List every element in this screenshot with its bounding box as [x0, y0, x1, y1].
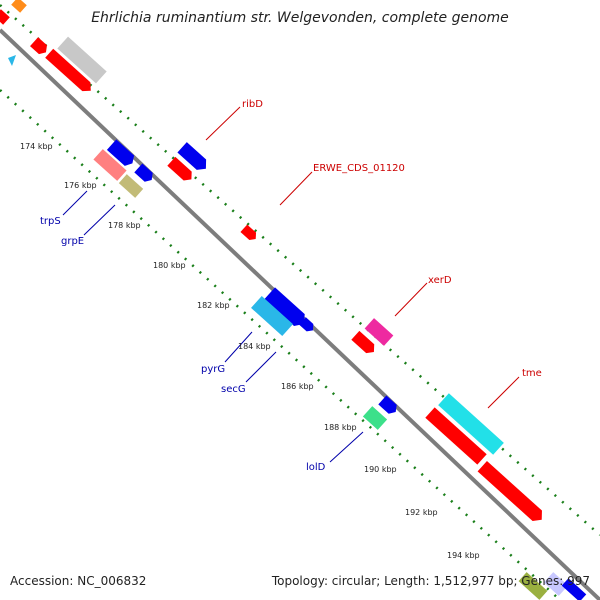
- gene-arrow-blue-ribD[interactable]: [177, 142, 210, 174]
- gene-label-trpS[interactable]: trpS: [40, 216, 61, 227]
- tick-label-174: 174 kbp: [20, 142, 53, 151]
- leader-trpS: [62, 190, 88, 216]
- gene-arrow-red-ribD[interactable]: [167, 156, 195, 184]
- tick-label-190: 190 kbp: [364, 465, 397, 474]
- tick-label-188: 188 kbp: [324, 423, 357, 432]
- map-title: Ehrlichia ruminantium str. Welgevonden, …: [91, 10, 509, 26]
- inner-dotted-track: [0, 89, 561, 600]
- gene-label-pyrG[interactable]: pyrG: [201, 364, 225, 375]
- tick-label-176: 176 kbp: [64, 181, 97, 190]
- gene-arrow-red-1[interactable]: [30, 37, 50, 57]
- gene-arrow-blue-1[interactable]: [106, 139, 137, 168]
- marker-cyan: [8, 55, 16, 66]
- leader-erwe: [279, 171, 313, 206]
- gene-arrow-red-xerD[interactable]: [351, 330, 378, 357]
- gene-label-tme[interactable]: tme: [522, 368, 542, 379]
- leader-xerD: [394, 282, 428, 317]
- gene-block-magenta-xerD[interactable]: [364, 318, 394, 346]
- gene-arrow-blue-small[interactable]: [299, 317, 316, 334]
- gene-label-lolD[interactable]: lolD: [306, 462, 326, 473]
- tick-label-180: 180 kbp: [153, 261, 186, 270]
- tick-label-194: 194 kbp: [447, 551, 480, 560]
- leader-pyrG: [224, 331, 253, 363]
- gene-label-grpE[interactable]: grpE: [61, 236, 84, 247]
- tick-label-184: 184 kbp: [238, 342, 271, 351]
- leader-grpE: [83, 204, 116, 236]
- outer-dotted-track: [0, 4, 600, 536]
- gene-block-gray[interactable]: [57, 36, 107, 84]
- gene-block-lavender[interactable]: [543, 572, 569, 596]
- gene-label-ribD[interactable]: ribD: [242, 99, 263, 110]
- tick-label-186: 186 kbp: [281, 382, 314, 391]
- tick-label-178: 178 kbp: [108, 221, 141, 230]
- gene-block-green-lolD[interactable]: [362, 406, 388, 430]
- leader-tme: [487, 376, 520, 409]
- leader-ribD: [205, 106, 241, 141]
- gene-block-red-edge[interactable]: [0, 9, 10, 25]
- gene-arrow-blue-pyrG[interactable]: [264, 287, 309, 330]
- gene-arrow-red-2[interactable]: [45, 48, 95, 95]
- gene-block-olive[interactable]: [118, 174, 144, 198]
- gene-label-secG[interactable]: secG: [221, 384, 246, 395]
- gene-block-cyan-tme[interactable]: [438, 393, 504, 455]
- gene-block-pink[interactable]: [93, 149, 127, 181]
- gene-block-red-tme[interactable]: [425, 407, 487, 465]
- gene-block-blue-edge[interactable]: [561, 578, 587, 600]
- tick-label-182: 182 kbp: [197, 301, 230, 310]
- gene-block-olive-green[interactable]: [518, 572, 548, 600]
- leader-secG: [245, 351, 277, 383]
- topology-summary: Topology: circular; Length: 1,512,977 bp…: [271, 574, 590, 588]
- gene-arrow-red-small[interactable]: [240, 224, 259, 243]
- gene-block-cyan-secG[interactable]: [251, 296, 293, 336]
- gene-arrow-blue-lolD[interactable]: [378, 395, 399, 417]
- accession-text: Accession: NC_006832: [10, 574, 147, 588]
- gene-arrow-blue-2[interactable]: [134, 163, 155, 185]
- gene-label-xerD[interactable]: xerD: [428, 275, 452, 286]
- tick-label-192: 192 kbp: [405, 508, 438, 517]
- leader-lolD: [329, 431, 364, 463]
- gene-label-erwe[interactable]: ERWE_CDS_01120: [313, 163, 405, 174]
- gene-block-orange[interactable]: [11, 0, 27, 13]
- gene-arrow-red-tme[interactable]: [477, 461, 547, 525]
